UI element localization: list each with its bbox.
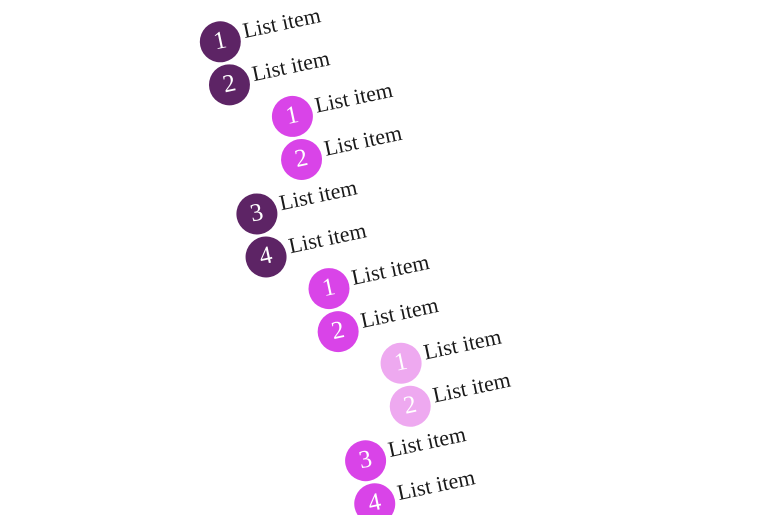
- list-marker-number: 3: [341, 436, 390, 486]
- list-marker-number: 2: [277, 135, 326, 184]
- list-marker-number: 2: [385, 381, 435, 431]
- list-marker-number: 2: [205, 60, 254, 110]
- list-marker-number: 4: [350, 479, 400, 515]
- list-marker-number: 1: [376, 338, 426, 388]
- list-marker-number: 1: [196, 17, 245, 67]
- list-marker-number: 4: [241, 232, 291, 282]
- list-marker-number: 1: [268, 92, 317, 141]
- list-marker-number: 1: [304, 264, 354, 313]
- list-item-label: List item: [240, 2, 323, 44]
- list-marker-number: 3: [232, 189, 282, 239]
- list-marker-number: 2: [313, 307, 363, 356]
